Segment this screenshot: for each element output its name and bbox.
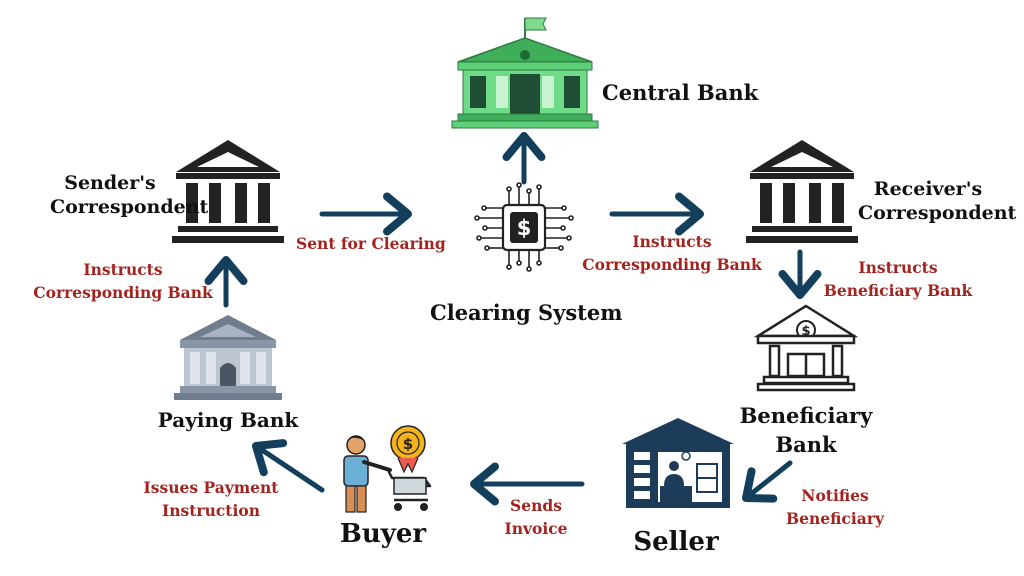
receivers-correspondent-line2: Correspondent: [858, 201, 1017, 224]
bank-building-icon: [451, 17, 599, 129]
edge-label-line1: Instructs: [83, 260, 163, 279]
buyer-label: Buyer: [339, 519, 427, 549]
dollar-chip-icon: $: [474, 182, 574, 272]
edge-label-sent-for-clearing: Sent for Clearing: [296, 234, 446, 253]
beneficiary-bank-line2: Bank: [775, 431, 837, 457]
svg-text:$: $: [403, 435, 413, 453]
edge-label-line1: Instructs: [858, 258, 938, 277]
bank-dollar-icon: $: [753, 304, 859, 392]
edge-label-line2: Corresponding Bank: [33, 283, 213, 303]
edge-label-instructs-corresponding-bank-right: Instructs Corresponding Bank: [582, 230, 762, 277]
paying-bank-label: Paying Bank: [157, 408, 299, 432]
edge-label-line2: Instruction: [162, 501, 260, 521]
bank-icon: [174, 315, 282, 400]
edge-label-line2: Invoice: [504, 519, 568, 539]
clearing-system-label: Clearing System: [430, 300, 623, 325]
arrow-beneficiary-to-seller: [741, 460, 793, 503]
edge-label-instructs-corresponding-bank-left: Instructs Corresponding Bank: [30, 258, 216, 305]
bank-icon: [746, 140, 858, 243]
edge-label-line2: Beneficiary Bank: [823, 281, 973, 301]
edge-label-line2: Beneficiary: [786, 509, 884, 529]
edge-label-sends-invoice: Sends Invoice: [496, 494, 576, 541]
edge-label-issues-payment-instruction: Issues Payment Instruction: [136, 476, 286, 523]
receivers-correspondent-label: Receiver's Correspondent: [858, 178, 1017, 226]
flow-arrows: [204, 131, 822, 506]
edge-label-line2: Corresponding Bank: [582, 255, 762, 275]
senders-correspondent-line1: Sender's: [64, 172, 156, 194]
seller-label: Seller: [633, 527, 719, 557]
beneficiary-bank-line1: Beneficiary: [739, 403, 873, 428]
edge-label-notifies-beneficiary: Notifies Beneficiary: [780, 484, 890, 531]
edge-label-line1: Issues Payment: [143, 478, 279, 497]
edge-label-line1: Notifies: [801, 486, 869, 505]
edge-label-line1: Sends: [510, 496, 562, 515]
edge-label-instructs-beneficiary-bank: Instructs Beneficiary Bank: [818, 256, 978, 303]
shop-icon: [622, 418, 734, 508]
svg-text:$: $: [517, 216, 532, 240]
central-bank-label: Central Bank: [602, 80, 759, 105]
arrow-buyer-to-paying-bank: [251, 439, 325, 493]
senders-correspondent-label: Sender's Correspondent: [50, 172, 209, 220]
shopper-cart-icon: $: [343, 425, 432, 513]
bank-icon: [172, 140, 284, 243]
receivers-correspondent-line1: Receiver's: [873, 178, 983, 200]
senders-correspondent-line2: Correspondent: [50, 195, 209, 218]
beneficiary-bank-label: Beneficiary Bank: [736, 402, 876, 460]
svg-text:$: $: [801, 324, 810, 339]
edge-label-line1: Instructs: [632, 232, 712, 251]
